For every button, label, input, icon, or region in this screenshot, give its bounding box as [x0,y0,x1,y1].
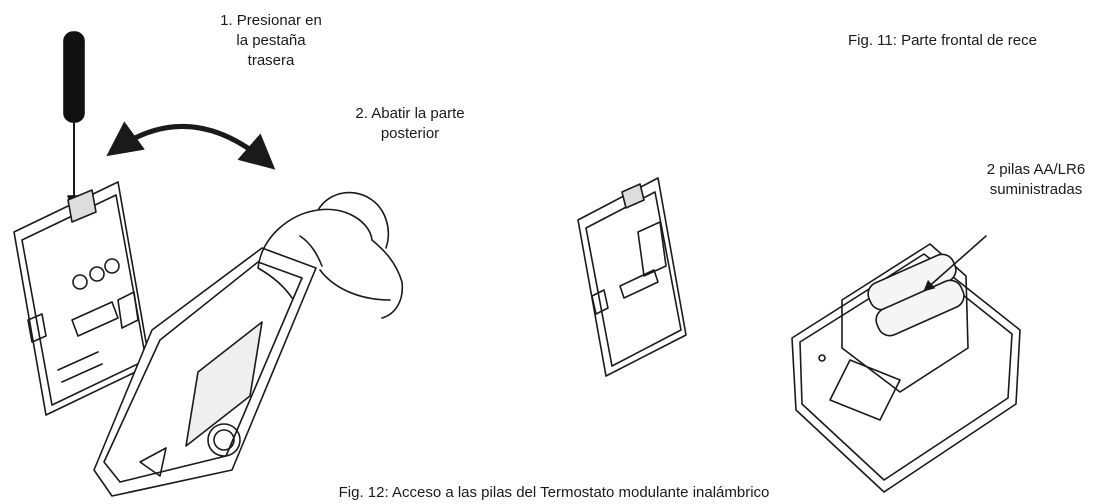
step2-line1: 2. Abatir la parte [355,105,465,122]
thermostat-front-tilted [93,247,317,497]
step1-caption: 1. Presionar en la pestaña trasera [196,11,346,71]
batteries-line1: 2 pilas AA/LR6 [986,161,1086,178]
step2-line2: posterior [380,125,440,142]
back-plate-middle [577,177,687,377]
screwdriver-icon [63,31,85,213]
curved-double-arrow-icon [106,121,276,170]
step1-line3: trasera [247,52,295,69]
batteries-caption: 2 pilas AA/LR6 suministradas [966,160,1106,200]
batteries-line2: suministradas [989,181,1083,198]
fig11-caption: Fig. 11: Parte frontal de rece [848,32,1037,49]
fig12-caption: Fig. 12: Acceso a las pilas del Termosta… [338,484,770,501]
pointer-arrow-icon [923,235,987,292]
thermostat-back-open [791,243,1021,493]
step1-line2: la pestaña [236,32,306,49]
step2-caption: 2. Abatir la parte posterior [340,104,480,144]
hand-icon [257,191,404,319]
back-plate-left [13,181,151,416]
step1-line1: 1. Presionar en [220,12,322,29]
battery-pair [867,253,965,337]
